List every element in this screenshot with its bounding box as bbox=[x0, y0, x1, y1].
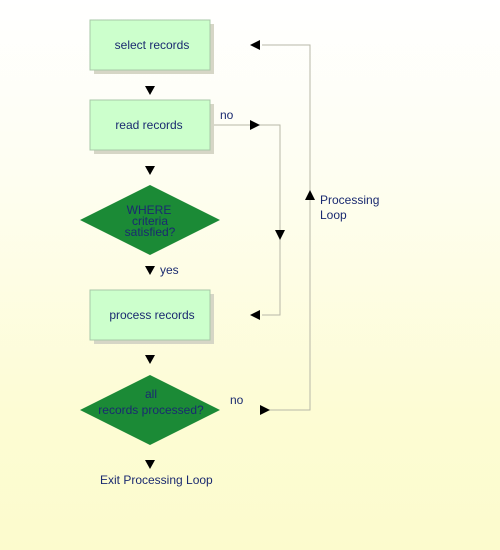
arrow-down-to-read bbox=[145, 86, 155, 95]
arrow-right-no-all bbox=[260, 405, 270, 415]
arrow-down-to-where bbox=[145, 166, 155, 175]
where-criteria-line2: criteria bbox=[132, 214, 168, 228]
all-records-line2: records processed? bbox=[98, 403, 204, 417]
arrow-into-select bbox=[250, 40, 260, 50]
all-records-line1: all bbox=[145, 387, 157, 401]
arrow-down-skip bbox=[275, 230, 285, 240]
no-label-all: no bbox=[230, 393, 244, 407]
arrow-down-to-all bbox=[145, 355, 155, 364]
where-criteria-line1: WHERE bbox=[127, 203, 172, 217]
no-label-read: no bbox=[220, 108, 234, 122]
connector-skip-no bbox=[210, 124, 281, 316]
select-records-label: select records bbox=[115, 38, 190, 52]
arrow-down-to-exit bbox=[145, 460, 155, 469]
process-records-box bbox=[89, 289, 211, 341]
yes-label: yes bbox=[160, 263, 179, 277]
process-records-label: process records bbox=[109, 308, 194, 322]
processing-loop-line2: Loop bbox=[320, 208, 347, 222]
read-records-label: read records bbox=[115, 118, 182, 132]
all-records-diamond bbox=[80, 375, 220, 445]
where-criteria-line3: satisfied? bbox=[125, 225, 176, 239]
arrow-right-no-read bbox=[250, 120, 260, 130]
exit-processing-loop: Exit Processing Loop bbox=[100, 473, 213, 487]
connector-loop-back bbox=[260, 44, 311, 411]
arrow-down-to-process bbox=[145, 266, 155, 275]
where-criteria-diamond bbox=[80, 185, 220, 255]
arrow-into-process bbox=[250, 310, 260, 320]
read-records-box bbox=[89, 99, 211, 151]
arrow-up-loop bbox=[305, 190, 315, 200]
select-records-box bbox=[89, 19, 211, 71]
processing-loop-line1: Processing bbox=[320, 193, 379, 207]
